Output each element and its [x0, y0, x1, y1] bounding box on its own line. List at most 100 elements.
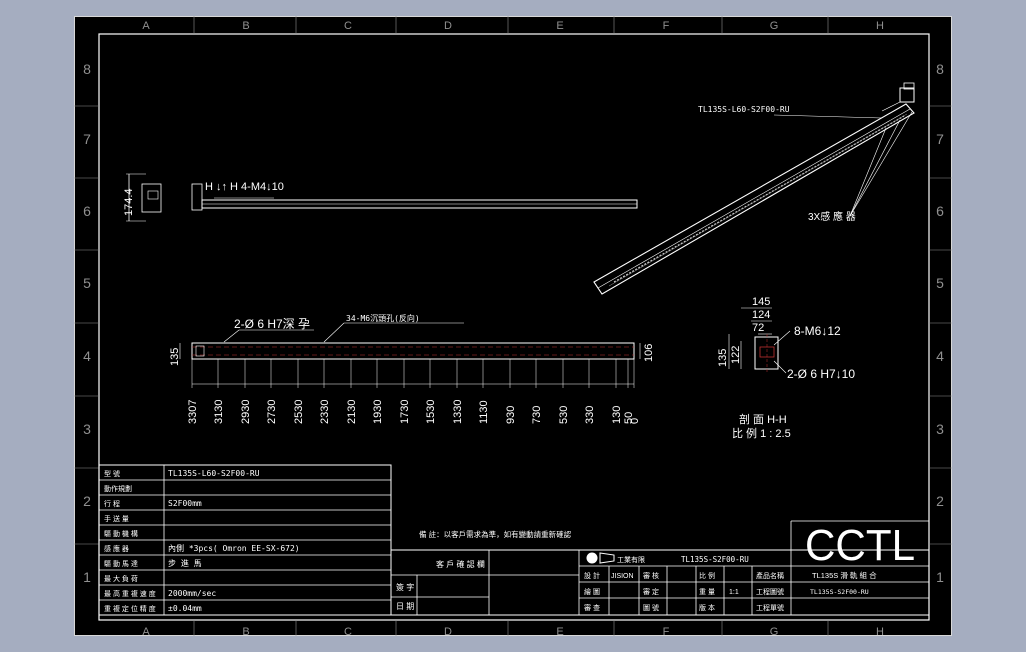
sub-label-1: 繪 圖	[584, 587, 600, 596]
front-slot-note: 34-M6沉頭孔(反向)	[346, 313, 420, 323]
spec-value: TL135S-L60-S2F00-RU	[168, 469, 260, 478]
drawing-no-label: 圖 號	[643, 603, 659, 612]
spec-label: 重 複 定 位 精 度	[104, 604, 156, 613]
iso-view: TL135S-L60-S2F00-RU 3X感 應 器	[593, 82, 915, 295]
station-dimensions: 3307 3130 2930 2730 2530 2330 2130 1930 1730 1530…	[187, 359, 641, 424]
column-letter: H	[876, 20, 884, 32]
inner-border	[98, 33, 930, 621]
spec-value: 步 進 馬	[168, 559, 202, 568]
station-label: 3130	[213, 400, 225, 424]
column-letter: G	[770, 626, 779, 636]
design-value: JISION	[611, 573, 634, 580]
front-hole-note: 2-Ø 6 H7深 孕	[234, 317, 310, 331]
spec-label: 最 高 重 複 速 度	[104, 589, 156, 598]
design-label: 設 計	[584, 571, 600, 580]
remark-note: 備 註：以客戶需求為準，如有變動請重新確認	[419, 529, 572, 539]
station-label: 2130	[346, 400, 358, 424]
column-letter: A	[142, 20, 150, 32]
drawing-number-top: TL135S-S2F00-RU	[681, 555, 749, 564]
spec-label: 動作規劃	[104, 484, 132, 493]
station-label: 2530	[293, 400, 305, 424]
station-label: 930	[505, 406, 517, 424]
outer-border	[74, 16, 952, 636]
spec-value: 2000mm/sec	[168, 589, 216, 598]
spec-value: S2F00mm	[168, 499, 202, 508]
iso-model-label: TL135S-L60-S2F00-RU	[698, 105, 790, 114]
station-label: 1530	[425, 400, 437, 424]
date-label: 日 期	[396, 602, 414, 611]
station-label: 330	[584, 406, 596, 424]
sub-label-5: 重 量	[699, 588, 715, 596]
station-label: 1730	[399, 400, 411, 424]
project-label-3: 工程單號	[756, 603, 784, 612]
station-label: 1130	[478, 400, 490, 424]
row-number: 6	[936, 203, 944, 219]
section-dim-145: 145	[752, 296, 770, 308]
station-label: 50	[623, 412, 635, 424]
column-letter: D	[444, 626, 452, 636]
spec-label: 驅 動 馬 達	[104, 559, 138, 568]
review-label: 審 核	[643, 571, 659, 580]
station-label: 530	[558, 406, 570, 424]
station-label: 1930	[372, 400, 384, 424]
sub-label-4: 比 例	[699, 571, 715, 580]
sub-label-6: 版 本	[699, 603, 715, 612]
row-number: 3	[83, 421, 91, 437]
column-letter: B	[242, 20, 249, 32]
station-label: 730	[531, 406, 543, 424]
column-letter: C	[344, 626, 352, 636]
column-letter: E	[556, 20, 563, 32]
row-number: 3	[936, 421, 944, 437]
column-letter: D	[444, 20, 452, 32]
row-number: 5	[936, 275, 944, 291]
column-letter: G	[770, 20, 779, 32]
station-label: 2330	[319, 400, 331, 424]
column-letter: F	[663, 626, 670, 636]
spec-value: 內側 *3pcs( Omron EE-SX-672)	[168, 543, 300, 553]
column-letter: F	[663, 20, 670, 32]
station-label: 2930	[240, 400, 252, 424]
spec-label: 行 程	[104, 499, 120, 508]
section-scale: 比 例 1 : 2.5	[732, 426, 791, 440]
company-small: 工業有限	[617, 555, 645, 564]
row-number: 8	[936, 61, 944, 77]
row-number: 1	[83, 569, 91, 585]
sub-value-scale: 1:1	[729, 589, 739, 596]
section-dim-122: 122	[730, 346, 742, 364]
row-number: 2	[936, 493, 944, 509]
station-label: 2730	[266, 400, 278, 424]
column-letter: A	[142, 626, 150, 636]
side-note: H ↓↑ H 4-M4↓10	[205, 181, 284, 193]
station-label: 3307	[187, 400, 199, 424]
row-number: 2	[83, 493, 91, 509]
spec-value: ±0.04mm	[168, 604, 202, 613]
row-number: 8	[83, 61, 91, 77]
projection-cone-icon	[599, 552, 615, 564]
front-end-dim: 106	[643, 344, 655, 362]
station-label: 130	[611, 406, 623, 424]
row-number: 7	[936, 131, 944, 147]
section-thread-note: 8-M6↓12	[794, 324, 841, 338]
company-logo: CCTL	[805, 521, 915, 570]
row-number: 5	[83, 275, 91, 291]
title-block: 客 戶 確 認 欄 簽 字 日 期 工業有限 TL135S-S2F00-RU 設…	[390, 520, 930, 616]
row-number: 4	[83, 348, 91, 364]
column-letter: E	[556, 626, 563, 636]
section-title: 剖 面 H-H	[739, 412, 787, 426]
section-dim-135: 135	[717, 349, 729, 367]
side-view: 174.4 H ↓↑ H 4-M4↓10	[123, 173, 638, 222]
column-letter: C	[344, 20, 352, 32]
projection-circle-icon	[586, 552, 598, 564]
product-code: TL135S-S2F00-RU	[810, 588, 869, 596]
column-letter: H	[876, 626, 884, 636]
signature-label: 簽 字	[396, 582, 414, 592]
section-dim-72: 72	[752, 322, 764, 334]
row-number: 1	[936, 569, 944, 585]
project-label-1: 產品名稱	[756, 571, 784, 580]
